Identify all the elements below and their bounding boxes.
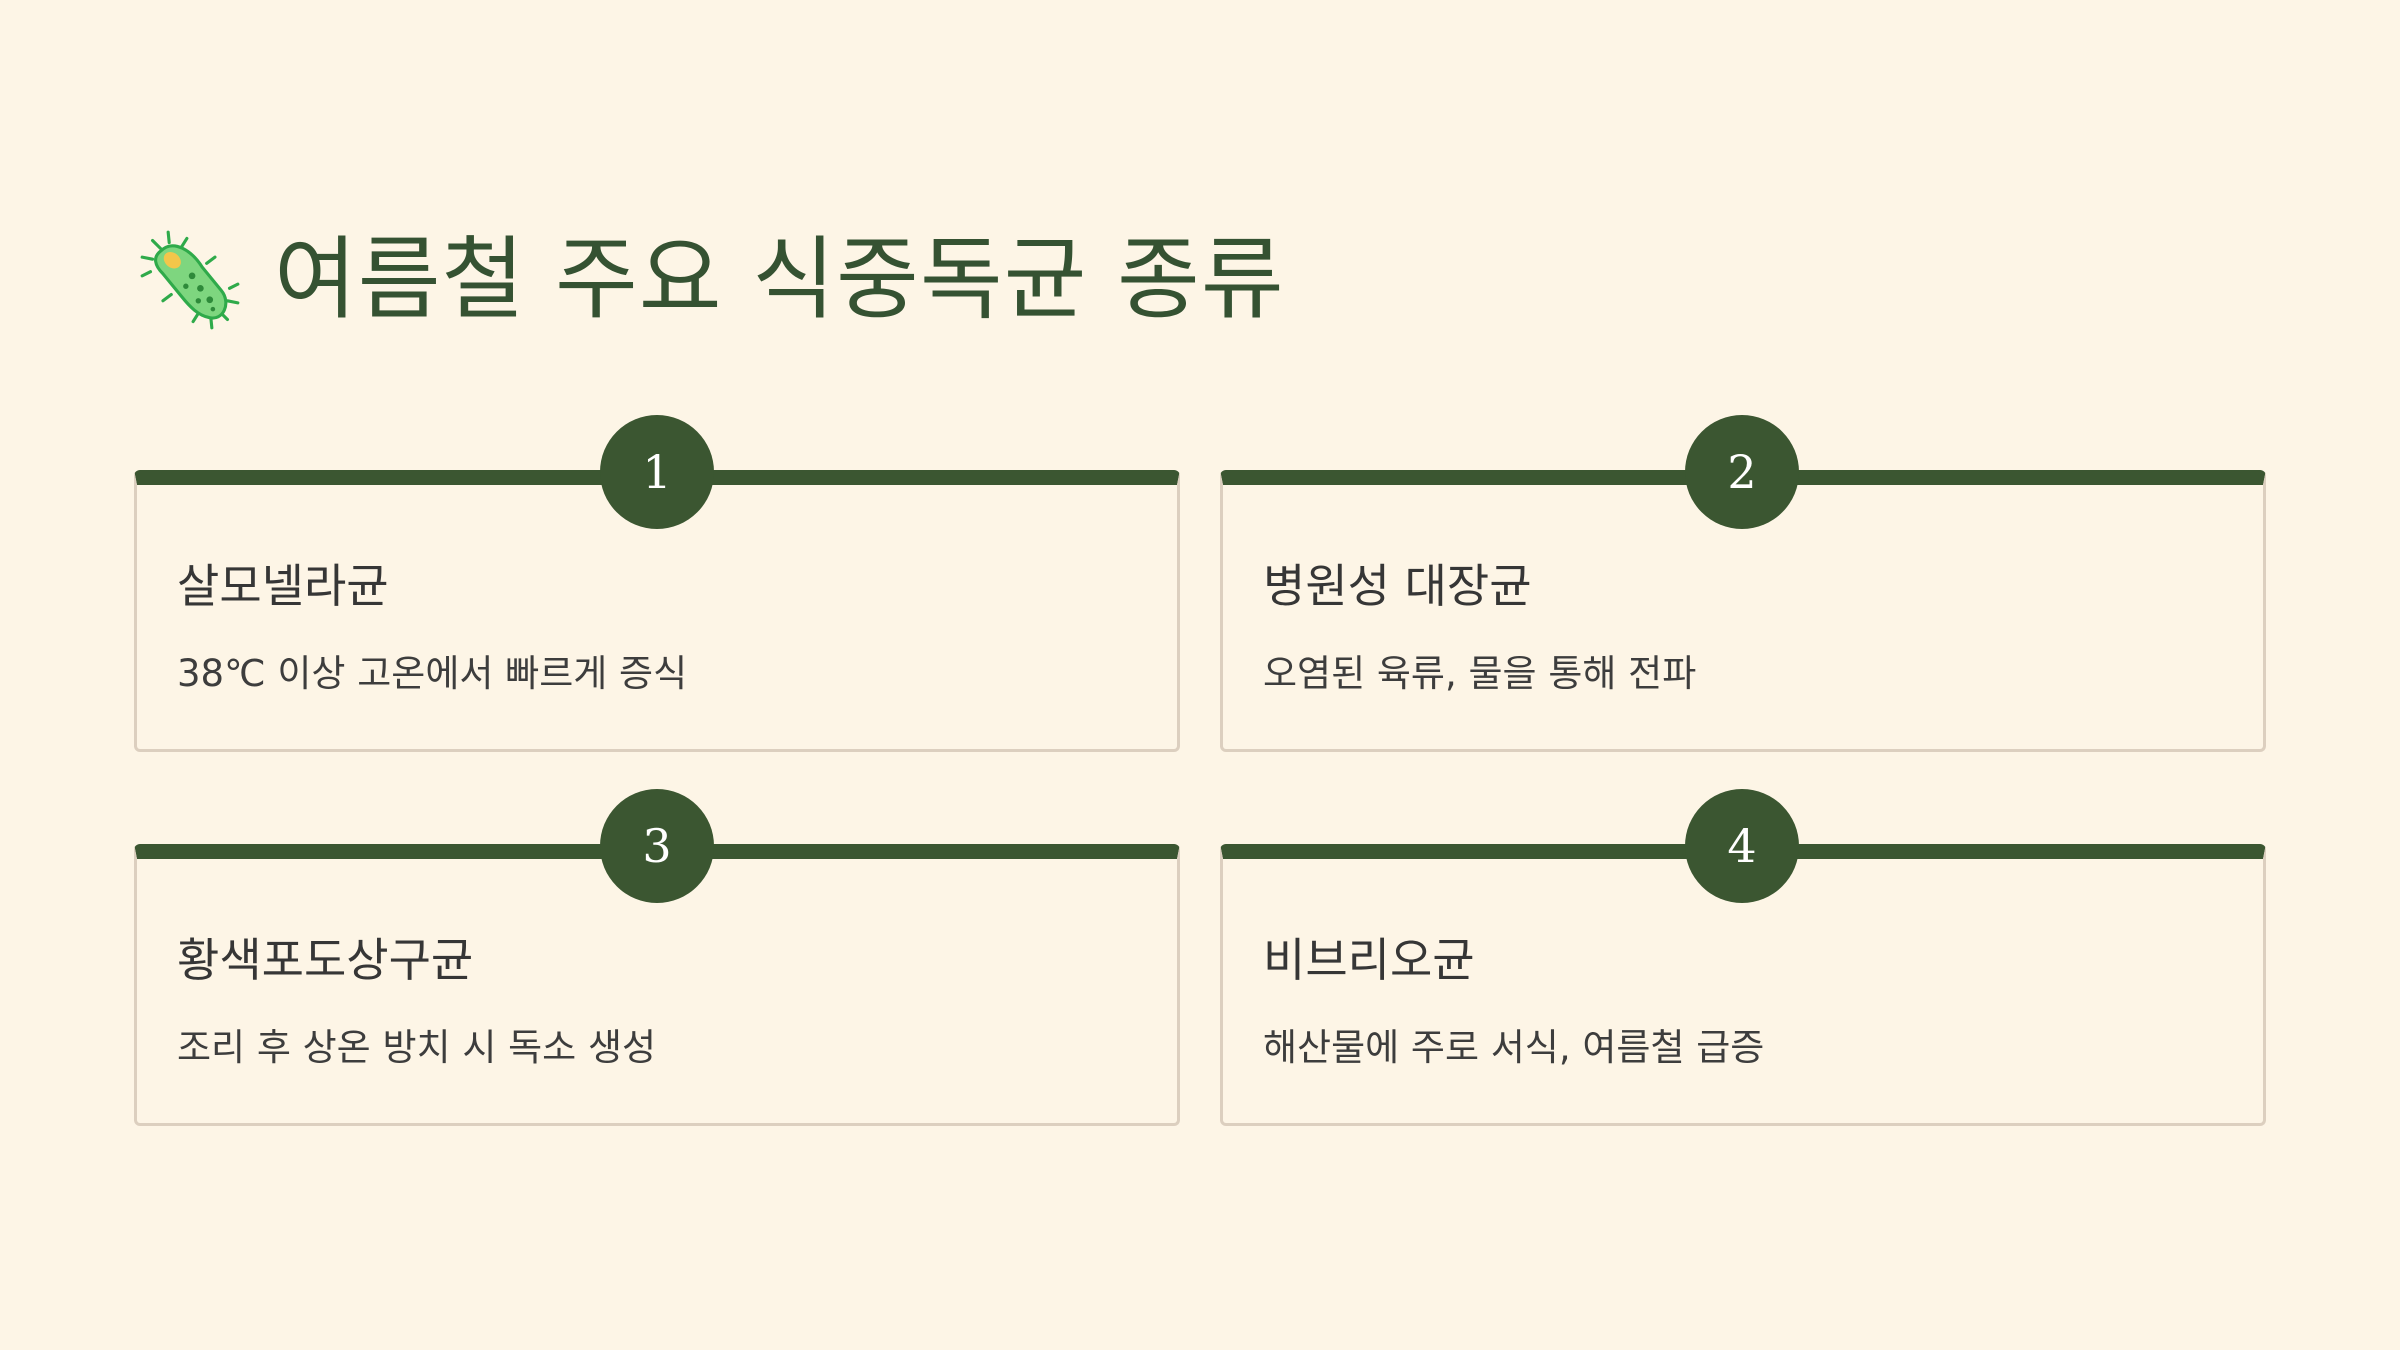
page-title: 여름철 주요 식중독균 종류 — [138, 220, 1285, 340]
bacteria-description: 38℃ 이상 고온에서 빠르게 증식 — [177, 652, 688, 695]
bacteria-name: 병원성 대장균 — [1263, 559, 1532, 613]
bacteria-description: 해산물에 주로 서식, 여름철 급증 — [1263, 1026, 1765, 1069]
number-badge-4: 4 — [1685, 789, 1799, 903]
number-badge-1: 1 — [600, 415, 714, 529]
bacteria-name: 살모넬라균 — [177, 559, 389, 613]
bacteria-description: 오염된 육류, 물을 통해 전파 — [1263, 652, 1697, 695]
bacteria-name: 비브리오균 — [1263, 933, 1475, 987]
title-text: 여름철 주요 식중독균 종류 — [274, 227, 1285, 332]
bacteria-name: 황색포도상구균 — [177, 933, 474, 987]
microbe-icon — [140, 230, 240, 330]
bacteria-description: 조리 후 상온 방치 시 독소 생성 — [177, 1026, 657, 1069]
bacteria-card-1: 살모넬라균 38℃ 이상 고온에서 빠르게 증식 — [134, 470, 1180, 752]
number-badge-3: 3 — [600, 789, 714, 903]
number-badge-2: 2 — [1685, 415, 1799, 529]
